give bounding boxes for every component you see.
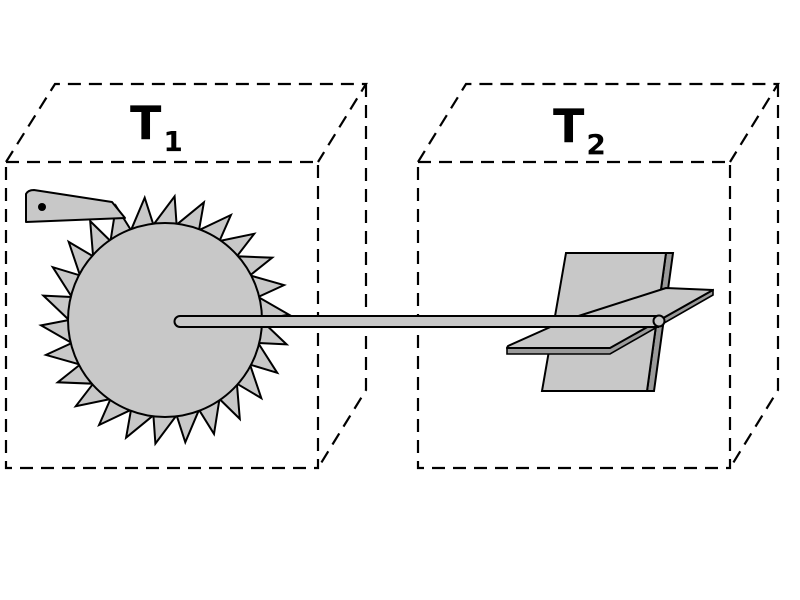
box-t1-top [5,82,368,163]
box-t2-label-sub: 2 [586,128,606,161]
ratchet-wheel-icon [38,193,292,447]
box-t2-top [417,82,780,163]
box-t2-side [729,84,780,469]
pawl-icon [25,189,126,223]
axle-shaft [173,314,666,328]
pawl-arm [25,189,126,223]
axle-rod [173,315,659,328]
box-t1-label-main: T [130,96,162,150]
box-t2-label: T2 [553,103,606,159]
box-t2-label-main: T [553,99,585,153]
box-t1-label: T1 [130,100,183,156]
pawl-pivot [38,203,46,211]
box-t1-side [317,84,368,469]
axle-end-cap [652,314,666,328]
box-t1-label-sub: 1 [163,125,183,158]
